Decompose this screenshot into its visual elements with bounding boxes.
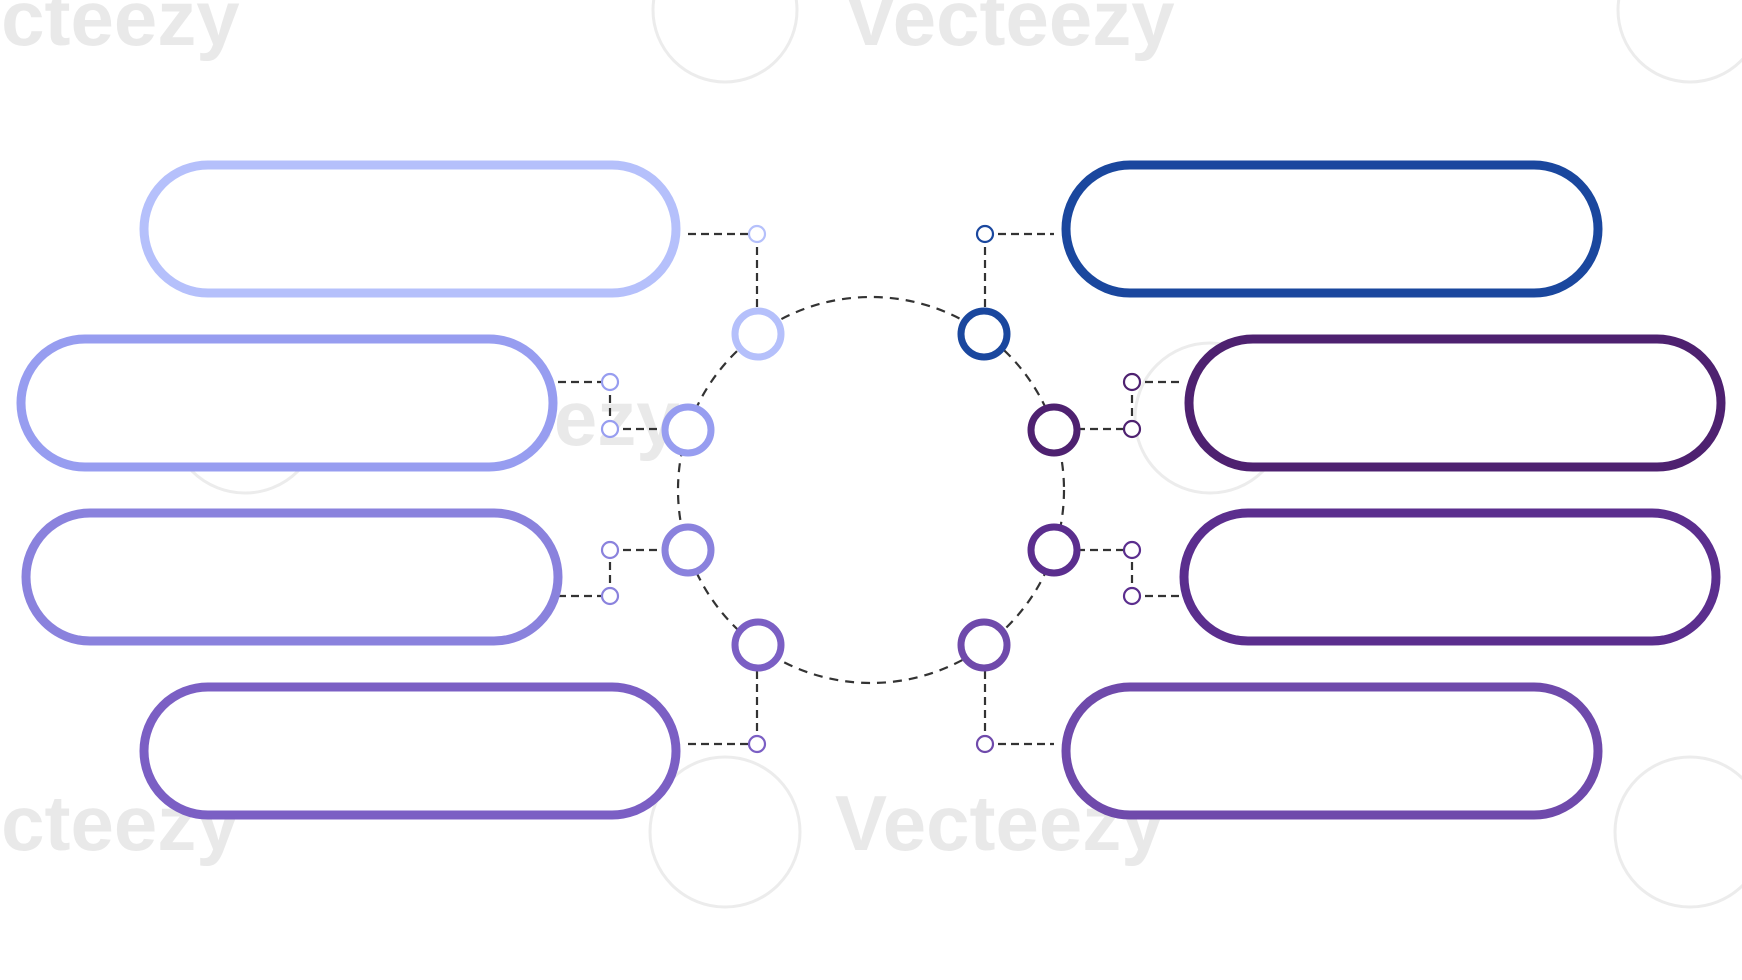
hub-node-4[interactable] — [731, 618, 785, 672]
connector-dot-3 — [600, 419, 620, 439]
connector-dot-8 — [1122, 372, 1142, 392]
left-text-box-2[interactable] — [16, 334, 558, 472]
connector-dot-5 — [600, 586, 620, 606]
connector-dot-7 — [975, 224, 995, 244]
hub-nodes — [661, 307, 1081, 672]
connector-dot-4 — [600, 540, 620, 560]
connector-dot-9 — [1122, 419, 1142, 439]
connector-dot-11 — [1122, 586, 1142, 606]
hub-node-1[interactable] — [731, 307, 785, 361]
left-text-box-4[interactable] — [139, 682, 681, 820]
connector-dot-12 — [975, 734, 995, 754]
right-text-box-2[interactable] — [1184, 334, 1726, 472]
connector-dot-2 — [600, 372, 620, 392]
right-text-box-3[interactable] — [1179, 508, 1721, 646]
hub-node-5[interactable] — [957, 307, 1011, 361]
hub-node-8[interactable] — [957, 618, 1011, 672]
watermark-text: Vecteezy — [845, 0, 1175, 62]
watermark-logo-icon — [651, 0, 799, 84]
watermark-logo-icon — [648, 755, 802, 909]
connector-lines — [558, 232, 1184, 746]
hub-dashed-ring — [676, 295, 1066, 685]
connector-dot-1 — [747, 224, 767, 244]
left-text-box-1[interactable] — [139, 160, 681, 298]
left-text-box-3[interactable] — [21, 508, 563, 646]
hub-node-3[interactable] — [661, 523, 715, 577]
hub-node-2[interactable] — [661, 403, 715, 457]
watermark-text: Vecteezy — [0, 0, 240, 62]
right-text-box-4[interactable] — [1061, 682, 1603, 820]
connector-dot-6 — [747, 734, 767, 754]
connector-dots — [600, 224, 1142, 754]
watermark-logo-icon — [1616, 0, 1742, 84]
watermark-logo-icon — [1613, 755, 1742, 909]
connector-dot-10 — [1122, 540, 1142, 560]
hub-node-7[interactable] — [1027, 523, 1081, 577]
right-text-box-1[interactable] — [1061, 160, 1603, 298]
hub-node-6[interactable] — [1027, 403, 1081, 457]
text-boxes — [16, 160, 1726, 820]
